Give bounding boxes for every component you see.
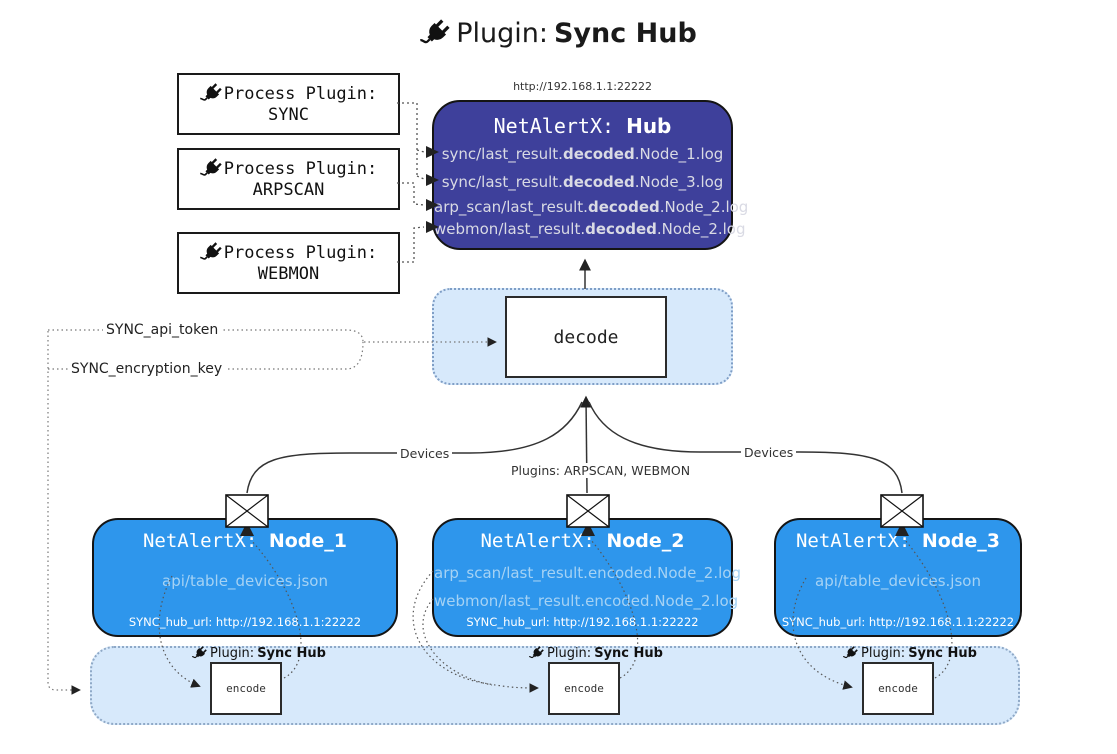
node-box-node1: NetAlertX: Node_1 api/table_devices.json…	[92, 518, 398, 637]
edge-node2-to-decode	[580, 395, 593, 494]
encode-box: encode	[862, 662, 934, 715]
page-title-name: Sync Hub	[553, 18, 697, 49]
plug-icon	[420, 18, 451, 49]
node-box-node2: NetAlertX: Node_2 arp_scan/last_result.e…	[432, 518, 741, 637]
decode-box: decode	[505, 296, 667, 378]
page-title-prefix: Plugin:	[456, 18, 548, 49]
process-plugin-label: Process Plugin:	[223, 84, 378, 104]
edge-label-plugins-middle: Plugins: ARPSCAN, WEBMON	[508, 463, 694, 478]
hub-log-line: sync/last_result.decoded.Node_3.log	[441, 173, 724, 191]
page-title: Plugin: Sync Hub	[0, 18, 1117, 49]
edge-label-devices-right: Devices	[741, 445, 797, 460]
process-plugin-box-webmon: Process Plugin: WEBMON	[177, 232, 400, 294]
node-box-node3: NetAlertX: Node_3 api/table_devices.json…	[774, 518, 1022, 637]
encode-box: encode	[210, 662, 282, 715]
node-hub-url: SYNC_hub_url: http://192.168.1.1:22222	[128, 615, 362, 629]
encode-plugin-label: Plugin:Sync Hub	[843, 644, 977, 662]
process-plugin-name: ARPSCAN	[252, 180, 325, 200]
encode-plugin-label: Plugin:Sync Hub	[529, 644, 663, 662]
process-plugin-name: SYNC	[268, 105, 309, 125]
plug-icon	[199, 83, 222, 105]
plug-icon	[199, 158, 222, 180]
encode-plugin-label: Plugin:Sync Hub	[192, 644, 326, 662]
hub-box: NetAlertX: Hub sync/last_result.decoded.…	[432, 100, 749, 250]
node-file: webmon/last_result.encoded.Node_2.log	[434, 592, 739, 610]
process-plugin-box-arpscan: Process Plugin: ARPSCAN	[177, 148, 400, 210]
edges-plugins-to-hub	[397, 102, 425, 263]
hub-log-line: webmon/last_result.decoded.Node_2.log	[434, 220, 746, 238]
plug-icon	[529, 645, 544, 661]
plug-icon	[192, 645, 207, 661]
edge-label-devices-left: Devices	[397, 446, 453, 461]
node-title: NetAlertX: Node_1	[142, 530, 347, 552]
node-hub-url: SYNC_hub_url: http://192.168.1.1:22222	[781, 615, 1015, 629]
node-title: NetAlertX: Node_3	[795, 530, 1000, 552]
hub-title-mono: NetAlertX:	[493, 114, 627, 138]
process-plugin-label: Process Plugin:	[223, 159, 378, 179]
sync-encryption-key-label: SYNC_encryption_key	[68, 361, 226, 377]
process-plugin-box-sync: Process Plugin: SYNC	[177, 73, 400, 135]
node-file: api/table_devices.json	[162, 572, 328, 590]
node-file: api/table_devices.json	[815, 572, 981, 590]
hub-title: NetAlertX: Hub	[434, 114, 731, 138]
hub-url-label: http://192.168.1.1:22222	[513, 80, 652, 93]
plug-icon	[199, 242, 222, 264]
hub-title-bold: Hub	[626, 114, 672, 138]
sync-api-token-label: SYNC_api_token	[103, 322, 222, 338]
encode-box: encode	[548, 662, 620, 715]
hub-log-line: sync/last_result.decoded.Node_1.log	[441, 145, 724, 163]
plug-icon	[843, 645, 858, 661]
node-title: NetAlertX: Node_2	[480, 530, 685, 552]
node-hub-url: SYNC_hub_url: http://192.168.1.1:22222	[466, 615, 699, 629]
process-plugin-label: Process Plugin:	[223, 243, 378, 263]
hub-log-line: arp_scan/last_result.decoded.Node_2.log	[434, 198, 749, 216]
node-file: arp_scan/last_result.encoded.Node_2.log	[434, 564, 741, 582]
process-plugin-name: WEBMON	[257, 264, 320, 284]
